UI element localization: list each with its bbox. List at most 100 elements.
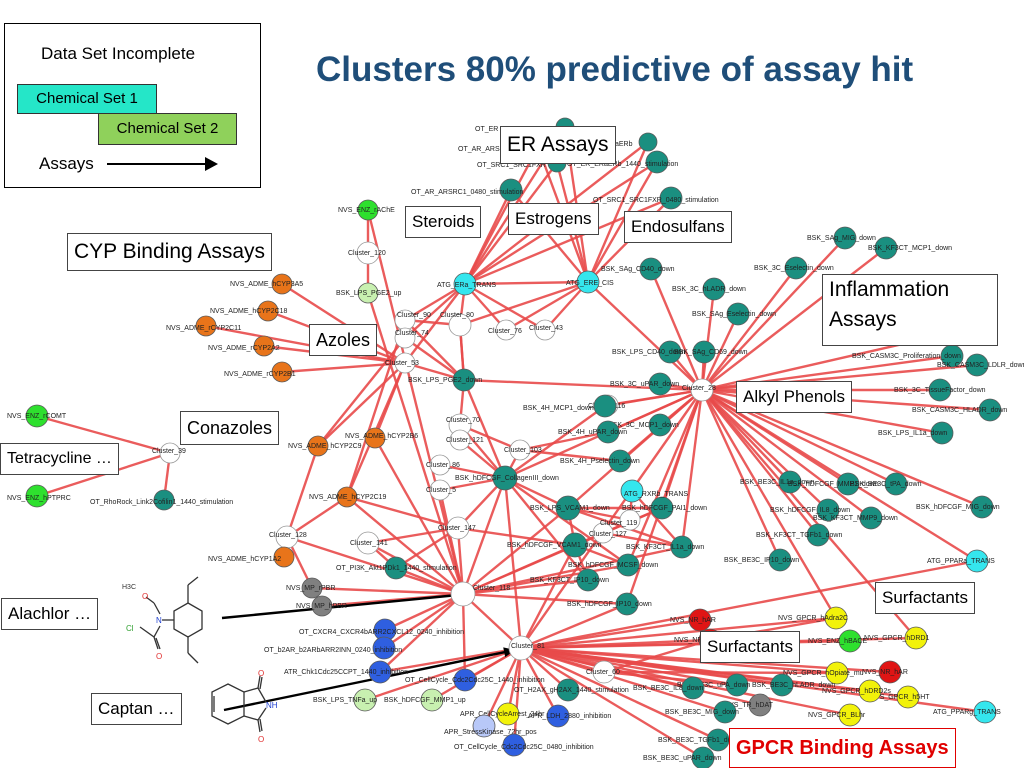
- node-label: BSK_BE3C_IL8_down: [633, 685, 704, 692]
- network-node-vcam1b: BSK_hDFCGF_VCAM1_down: [507, 532, 602, 558]
- network-edge: [626, 389, 704, 566]
- network-edge: [383, 593, 464, 649]
- network-edge: [586, 161, 659, 283]
- node-circle: [195, 315, 217, 337]
- node-circle: [645, 150, 669, 174]
- alachlor-atom-o1: O: [142, 592, 148, 601]
- network-node-lps_il1a: BSK_LPS_IL1a_down: [878, 421, 954, 445]
- node-label: BSK_BE3C_IP10_down: [724, 557, 799, 564]
- node-label: NVS_MP_hPBR: [296, 603, 347, 610]
- node-label: BSK_KF3CT_IP10_down: [530, 577, 609, 584]
- node-circle: [596, 420, 620, 444]
- node-label: Cluster_86: [426, 462, 460, 469]
- node-label: BSK_LPS_IL1a_down: [878, 430, 947, 437]
- node-label: NVS_GPCR_hDRD2s: [822, 688, 891, 695]
- network-edge: [603, 638, 711, 674]
- node-circle: [648, 413, 672, 437]
- node-circle: [778, 470, 802, 494]
- network-node-gpcr_bl: NVS_GPCR_BLhr: [808, 703, 866, 727]
- network-edge: [36, 414, 171, 455]
- network-edge: [281, 282, 406, 365]
- node-label: BSK_hDFCGF_IP10_down: [567, 601, 652, 608]
- network-edge: [567, 389, 703, 509]
- node-label: Cluster_128: [269, 532, 307, 539]
- network-node-c43: Cluster_43: [529, 319, 563, 341]
- network-edge: [461, 477, 507, 595]
- legend-chemical-set-2: Chemical Set 2: [98, 113, 237, 145]
- network-edge: [317, 337, 406, 447]
- network-edge: [482, 647, 523, 727]
- network-node-pai1: BSK_hDFCGF_PAI1_down: [622, 496, 707, 520]
- network-edge: [404, 337, 465, 381]
- node-circle: [472, 714, 496, 738]
- node-circle: [336, 486, 358, 508]
- node-label: BSK_KF3CT_TGFb1_down: [756, 532, 842, 539]
- network-edge: [700, 389, 782, 561]
- network-node-c28: Cluster_28: [682, 378, 716, 402]
- network-node-cyp2c9: NVS_ADME_hCYP2C9: [288, 435, 362, 457]
- network-node-be3c_upar: BSK_BE3C_uPAR_down: [643, 746, 722, 768]
- node-label: BSK_hDFCGF_MCSF_down: [568, 562, 658, 569]
- node-circle: [928, 378, 952, 402]
- network-node-sag_esel: BSK_SAg_Eselectin_down: [692, 302, 776, 326]
- node-circle: [648, 372, 672, 396]
- network-edge: [701, 388, 978, 563]
- network-node-4h_mcp1: BSK_4H_MCP1_down: [523, 394, 617, 418]
- node-circle: [692, 340, 716, 364]
- node-circle: [429, 454, 451, 476]
- callout-alachlor: Alachlor …: [1, 598, 99, 630]
- network-node-c118: Cluster_118: [450, 581, 510, 607]
- network-node-chk1: ATR_Chk1Cdc25CCPT_1440_inhibition: [284, 660, 408, 684]
- callout-cyp-binding-assays: CYP Binding Assays: [67, 233, 273, 271]
- node-label: BSK_CASM3C_HLADR_down: [912, 407, 1007, 414]
- network-edge: [366, 209, 465, 595]
- callout-alkyl-phenols: Alkyl Phenols: [736, 381, 853, 413]
- network-edge: [520, 616, 837, 650]
- node-circle: [273, 546, 295, 568]
- network-edge: [404, 319, 465, 381]
- network-node-tfa: BSK_BE3C_tPA_down: [850, 472, 922, 496]
- node-circle: [495, 319, 517, 341]
- network-node-cyp2c18: NVS_ADME_hCYP2C18: [210, 300, 288, 322]
- callout-estrogens: Estrogens: [508, 203, 599, 235]
- node-label: BSK_3C_TissueFactor_down: [894, 387, 986, 394]
- network-edge: [587, 281, 703, 391]
- node-label: ATG_ERE_CIS: [566, 280, 614, 287]
- network-node-pi3k: OT_PI3K_Akt1PDk1_1440_stimulation: [336, 556, 457, 580]
- network-node-c60: Cluster_60: [586, 660, 620, 684]
- legend-box: Data Set Incomplete Chemical Set 1 Chemi…: [4, 23, 261, 188]
- node-circle: [702, 277, 726, 301]
- network-node-3c_hladr: BSK_3C_hLADR_down: [672, 277, 746, 301]
- network-node-c70: Cluster_70: [446, 413, 480, 437]
- captan-atom-o1: O: [258, 669, 264, 678]
- callout-steroids: Steroids: [405, 206, 482, 238]
- node-label: BSK_BE3C_IL1a_down: [740, 479, 814, 486]
- node-label: BSK_hDFCGF_MMP1_down: [788, 481, 879, 488]
- network-node-coll3: BSK_hDFCGF_CollagenIII_down: [455, 465, 559, 491]
- node-label: Cluster_80: [440, 312, 474, 319]
- legend-title: Data Set Incomplete: [41, 44, 196, 63]
- node-circle: [592, 522, 614, 544]
- node-circle: [670, 535, 694, 559]
- node-circle: [153, 489, 175, 511]
- node-circle: [965, 549, 989, 573]
- node-label: BSK_BE3C_tPA_down: [850, 481, 922, 488]
- network-node-mmp9: BSK_KF3CT_MMP9_down: [813, 506, 898, 530]
- network-edge: [602, 531, 683, 549]
- network-node-be3c_il8: BSK_BE3C_IL8_down: [633, 676, 705, 700]
- network-node-bace: NVS_ENZ_hBACE: [808, 629, 867, 653]
- network-edge: [311, 586, 464, 596]
- node-label: NVS_GPCR_hDRD1: [864, 635, 929, 642]
- network-node-c39: Cluster_39: [152, 442, 186, 464]
- node-label: BSK_BE3C_TGFb1_down: [658, 737, 741, 744]
- network-edge: [379, 593, 464, 673]
- alachlor-atom-n: N: [156, 616, 162, 625]
- node-layer: Cluster_118Cluster_81Cluster_28Cluster_1…: [7, 117, 1024, 768]
- node-label: OT_b2AR_b2ARbARR2INN_0240_inhibition: [264, 647, 402, 654]
- node-label: ATG_ERa_TRANS: [437, 282, 496, 289]
- node-label: NVS_GPCR_hAdra2C: [778, 615, 848, 622]
- node-circle: [508, 635, 534, 661]
- node-circle: [858, 679, 882, 703]
- network-node-c80: Cluster_80: [440, 312, 474, 337]
